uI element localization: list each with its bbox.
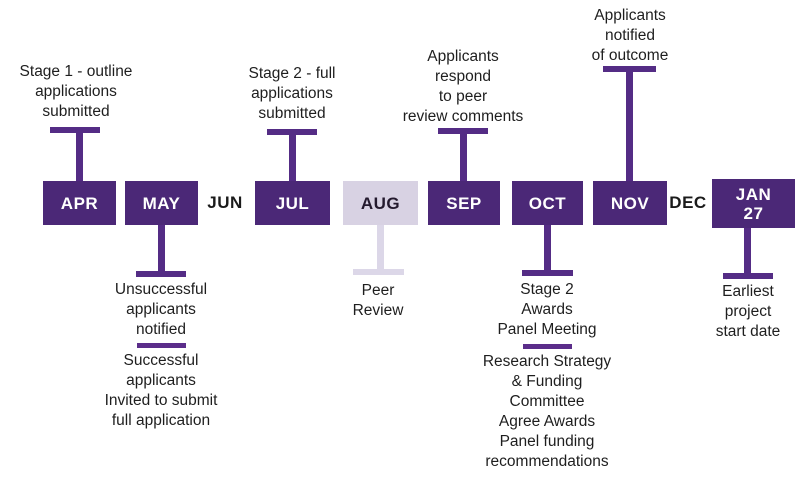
bottom-annotation-may-2: Successful applicants Invited to submit … xyxy=(104,352,218,429)
month-label-sep: SEP xyxy=(446,193,482,213)
month-label-may: MAY xyxy=(142,193,181,213)
month-label-nov: NOV xyxy=(610,193,650,213)
aug-bottom-connector-stem xyxy=(377,225,384,269)
bottom-annotation-aug: Peer Review xyxy=(352,282,404,319)
month-box-jan27: JAN 27 xyxy=(712,179,795,228)
nov-top-connector-stem xyxy=(626,70,633,181)
month-label-dec: DEC xyxy=(669,193,707,212)
sep-top-connector-stem xyxy=(460,132,467,181)
top-annotation-sep: Applicants respond to peer review commen… xyxy=(402,48,524,125)
bottom-annotation-oct-2: Research Strategy & Funding Committee Ag… xyxy=(482,353,612,470)
month-label-oct: OCT xyxy=(528,193,567,213)
top-annotation-apr: Stage 1 - outline applications submitted xyxy=(19,63,133,120)
may-annotation-divider xyxy=(137,343,186,348)
month-label-jul: JUL xyxy=(275,193,310,213)
month-box-jul: JUL xyxy=(255,181,330,225)
month-box-aug: AUG xyxy=(343,181,418,225)
month-label-jun: JUN xyxy=(207,193,243,212)
month-label-apr: APR xyxy=(60,193,99,213)
oct-annotation-divider xyxy=(523,344,572,349)
month-box-oct: OCT xyxy=(512,181,583,225)
top-annotation-nov: Applicants notified of outcome xyxy=(591,7,669,64)
top-annotation-jul: Stage 2 - full applications submitted xyxy=(248,65,336,122)
month-box-may: MAY xyxy=(125,181,198,225)
bottom-annotation-may: Unsuccessful applicants notified xyxy=(114,281,208,338)
jan-bottom-connector-stem xyxy=(744,228,751,273)
month-box-apr: APR xyxy=(43,181,116,225)
month-box-sep: SEP xyxy=(428,181,500,225)
may-bottom-connector-bar xyxy=(136,271,186,277)
oct-bottom-connector-bar xyxy=(522,270,573,276)
oct-bottom-connector-stem xyxy=(544,225,551,270)
month-box-nov: NOV xyxy=(593,181,667,225)
may-bottom-connector-stem xyxy=(158,225,165,271)
jan-bottom-connector-bar xyxy=(723,273,773,279)
aug-bottom-connector-bar xyxy=(353,269,404,275)
bottom-annotation-oct: Stage 2 Awards Panel Meeting xyxy=(497,281,597,338)
apr-top-connector-bar xyxy=(50,127,100,133)
apr-top-connector-stem xyxy=(76,131,83,181)
sep-top-connector-bar xyxy=(438,128,488,134)
jul-top-connector-stem xyxy=(289,133,296,181)
month-label-jan27: JAN 27 xyxy=(735,184,772,223)
nov-top-connector-bar xyxy=(603,66,656,72)
jul-top-connector-bar xyxy=(267,129,317,135)
month-label-aug: AUG xyxy=(360,193,401,213)
bottom-annotation-jan: Earliest project start date xyxy=(715,283,781,340)
